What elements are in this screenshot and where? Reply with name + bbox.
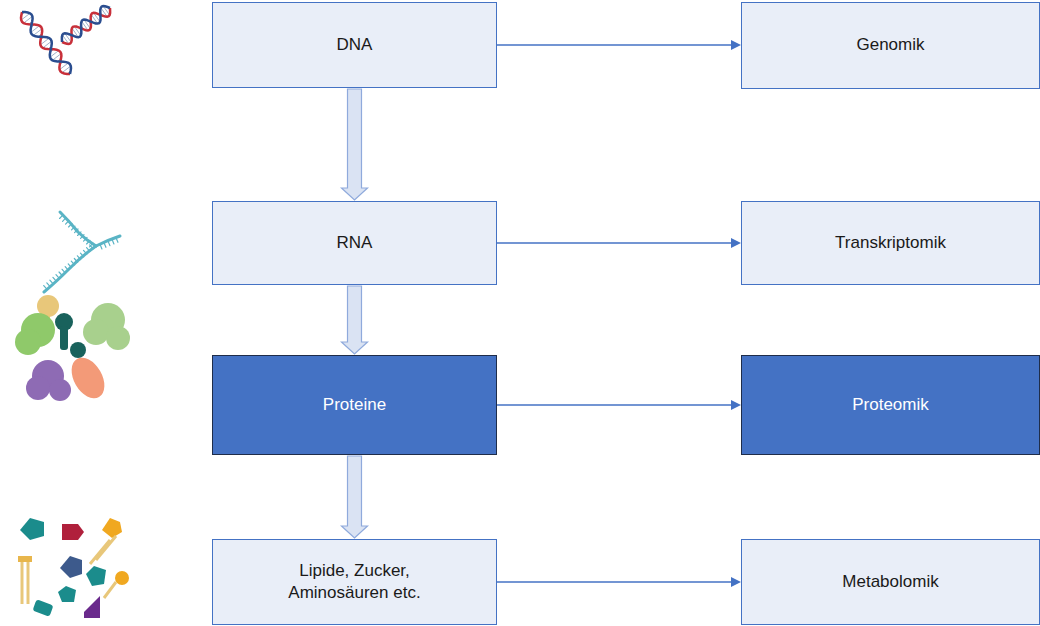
block-arrow: [342, 286, 368, 354]
box-label: Metabolomik: [842, 571, 938, 593]
box-label: Transkriptomik: [835, 232, 946, 254]
box-label: Proteomik: [852, 394, 929, 416]
box-label: RNA: [337, 232, 373, 254]
protein-icon: [15, 295, 130, 404]
box-label: Genomik: [856, 34, 924, 56]
rna-icon: [44, 212, 120, 292]
process-box: Transkriptomik: [741, 201, 1040, 285]
box-label: Proteine: [323, 394, 386, 416]
process-box: Metabolomik: [741, 539, 1040, 625]
block-arrow: [342, 89, 368, 200]
arrow-connector: [497, 238, 741, 248]
block-arrow: [342, 456, 368, 538]
arrow-connector: [497, 577, 741, 587]
highlighted-box: Proteine: [212, 355, 497, 455]
box-label: Lipide, Zucker, Aminosäuren etc.: [270, 560, 440, 604]
metabolite-icon: [18, 518, 129, 618]
process-box: DNA: [212, 2, 497, 88]
arrow-connector: [497, 400, 741, 410]
box-label: DNA: [337, 34, 373, 56]
process-box: RNA: [212, 201, 497, 285]
highlighted-box: Proteomik: [741, 355, 1040, 455]
process-box: Genomik: [741, 2, 1040, 89]
process-box: Lipide, Zucker, Aminosäuren etc.: [212, 539, 497, 625]
arrow-connector: [497, 40, 741, 50]
dna-icon: [21, 6, 110, 74]
